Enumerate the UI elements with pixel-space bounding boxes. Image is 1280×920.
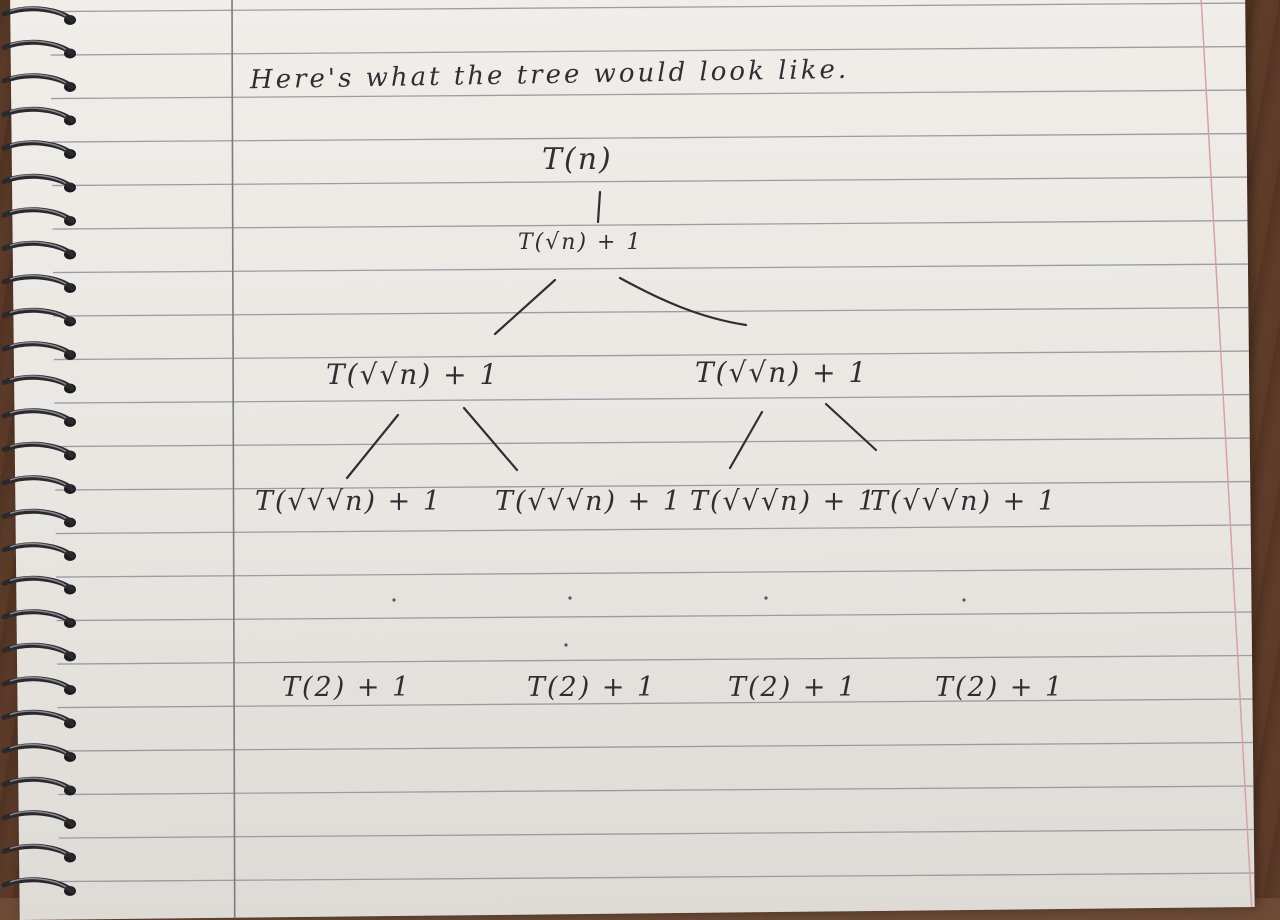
spiral-coil	[1, 676, 75, 693]
spiral-coil	[1, 743, 75, 760]
rule-line	[54, 393, 1250, 404]
spiral-coil	[1, 575, 75, 592]
spiral-coil-highlight	[9, 844, 67, 855]
tree-level3-node: T(√√√n) + 1	[690, 486, 878, 517]
rule-line	[55, 524, 1251, 535]
spiral-coil	[1, 843, 75, 860]
spiral-binding	[1, 6, 76, 896]
rule-line	[55, 480, 1251, 491]
spiral-coil-highlight	[9, 676, 67, 687]
tree-leaf-node: T(2) + 1	[728, 672, 858, 703]
spiral-coil	[1, 106, 75, 123]
spiral-coil-highlight	[9, 877, 67, 888]
rule-line	[56, 567, 1252, 578]
spiral-coil-highlight	[9, 107, 67, 118]
spiral-coil	[1, 274, 75, 291]
spiral-coil	[1, 609, 75, 626]
rule-line	[50, 2, 1246, 13]
rule-line	[52, 219, 1248, 230]
spiral-coil	[1, 642, 75, 659]
tree-leaf-node: T(2) + 1	[282, 672, 412, 703]
spiral-coil-highlight	[9, 609, 67, 620]
tree-leaf-node: T(2) + 1	[935, 672, 1065, 703]
spiral-coil	[1, 475, 75, 492]
spiral-coil	[1, 542, 75, 559]
rule-line	[58, 828, 1254, 839]
spiral-coil-highlight	[9, 509, 67, 520]
rule-line	[51, 132, 1247, 143]
spiral-coil-highlight	[9, 710, 67, 721]
tree-level1-node: T(√n) + 1	[518, 230, 643, 255]
rule-line	[50, 45, 1246, 56]
spiral-coil	[1, 341, 75, 358]
spiral-coil-highlight	[9, 241, 67, 252]
notebook-page	[10, 0, 1255, 920]
rule-line	[53, 350, 1249, 361]
spiral-coil	[1, 877, 75, 894]
spiral-coil	[1, 307, 75, 324]
right-margin-line	[1199, 0, 1253, 908]
rule-line	[52, 263, 1248, 274]
spiral-coil	[1, 441, 75, 458]
spiral-coil	[1, 39, 75, 56]
tree-level2-node-left: T(√√n) + 1	[326, 358, 500, 391]
spiral-coil-highlight	[9, 576, 67, 587]
rule-line	[52, 176, 1248, 187]
tree-level3-node: T(√√√n) + 1	[870, 486, 1058, 517]
spiral-coil	[1, 810, 75, 827]
spiral-coil-highlight	[9, 375, 67, 386]
spiral-coil	[1, 240, 75, 257]
spiral-coil	[1, 776, 75, 793]
ruled-lines	[50, 0, 1255, 918]
rule-line	[54, 437, 1250, 448]
left-margin-line	[231, 0, 236, 918]
spiral-coil-highlight	[9, 6, 67, 17]
tree-level3-node: T(√√√n) + 1	[495, 486, 683, 517]
spiral-coil-highlight	[9, 341, 67, 352]
spiral-coil-highlight	[9, 542, 67, 553]
spiral-coil-highlight	[9, 207, 67, 218]
spiral-coil-highlight	[9, 140, 67, 151]
tree-level2-node-right: T(√√n) + 1	[695, 356, 869, 389]
spiral-coil-highlight	[9, 174, 67, 185]
tree-level3-node: T(√√√n) + 1	[255, 486, 443, 517]
rule-line	[58, 785, 1254, 796]
rule-line	[59, 872, 1255, 883]
spiral-coil	[1, 173, 75, 190]
spiral-coil	[1, 140, 75, 157]
spiral-coil	[1, 709, 75, 726]
spiral-coil-highlight	[9, 475, 67, 486]
rule-line	[57, 654, 1253, 665]
spiral-coil-highlight	[9, 308, 67, 319]
spiral-coil-highlight	[9, 777, 67, 788]
spiral-coil-highlight	[9, 810, 67, 821]
spiral-coil-highlight	[9, 643, 67, 654]
spiral-coil	[1, 207, 75, 224]
spiral-coil-highlight	[9, 743, 67, 754]
rule-line	[51, 89, 1247, 100]
spiral-coil-highlight	[9, 442, 67, 453]
spiral-coil-highlight	[9, 73, 67, 84]
spiral-coil	[1, 374, 75, 391]
rule-line	[56, 611, 1252, 622]
spiral-coil	[1, 408, 75, 425]
spiral-coil-highlight	[9, 274, 67, 285]
rule-line	[57, 698, 1253, 709]
rule-line	[57, 741, 1253, 752]
spiral-coil	[1, 73, 75, 90]
tree-root-node: T(n)	[542, 142, 613, 177]
spiral-coil	[1, 6, 75, 23]
spiral-coil-highlight	[9, 40, 67, 51]
spiral-coil-highlight	[9, 408, 67, 419]
tree-leaf-node: T(2) + 1	[527, 672, 657, 703]
spiral-coil	[1, 508, 75, 525]
